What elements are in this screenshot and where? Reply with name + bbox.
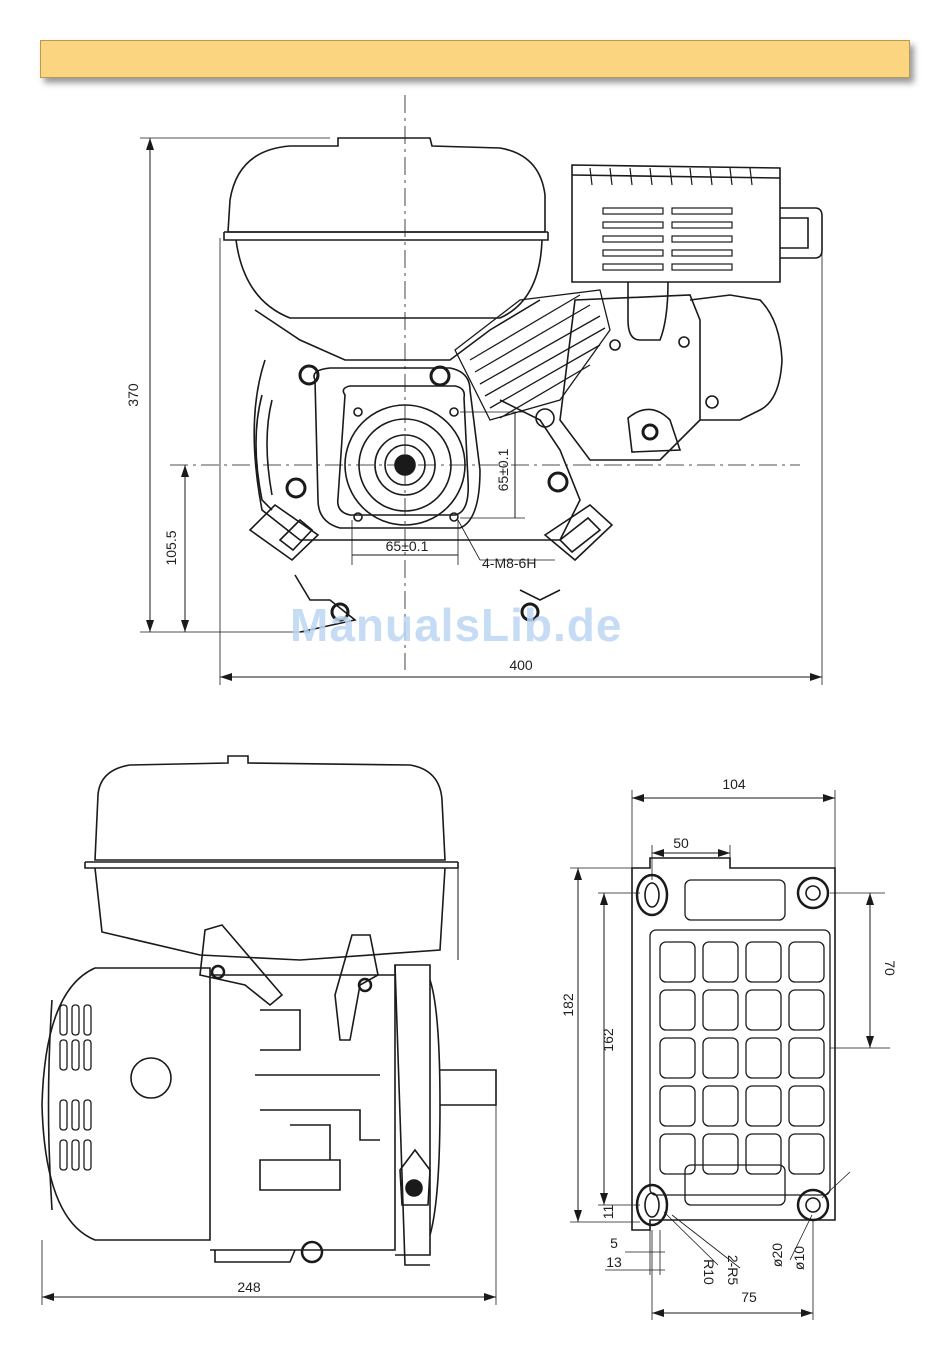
front-bolt-h-label: 65±0.1 (386, 538, 429, 554)
front-width-label: 400 (509, 657, 533, 673)
plate-hole-spacing-label: 70 (882, 960, 898, 976)
plate-slot-label: 5 (610, 1235, 618, 1251)
side-length-label: 248 (237, 1279, 261, 1295)
plate-radius-10-label: R10 (701, 1259, 717, 1285)
plate-slot-offset-label: 13 (606, 1254, 622, 1270)
front-bolt-v-label: 65±0.1 (495, 448, 511, 491)
front-view (140, 95, 822, 685)
plate-radius-5-label: 2-R5 (725, 1255, 741, 1286)
plate-inner-height-label: 162 (600, 1028, 616, 1052)
plate-height-label: 182 (560, 993, 576, 1017)
front-height-label: 370 (125, 383, 141, 407)
plate-diameter-10-label: ø10 (791, 1246, 807, 1270)
plate-bottom-width-label: 75 (741, 1289, 757, 1305)
front-thread-label: 4-M8-6H (482, 555, 536, 571)
plate-hole-offset-label: 50 (673, 835, 689, 851)
plate-edge-label: 11 (600, 1205, 616, 1220)
watermark: ManualsLib.de (290, 598, 622, 652)
plate-diameter-20-label: ø20 (769, 1243, 785, 1267)
base-plate-view (570, 790, 890, 1320)
front-shaft-height-label: 105.5 (163, 530, 179, 565)
side-view (42, 756, 496, 1305)
plate-width-label: 104 (722, 776, 746, 792)
